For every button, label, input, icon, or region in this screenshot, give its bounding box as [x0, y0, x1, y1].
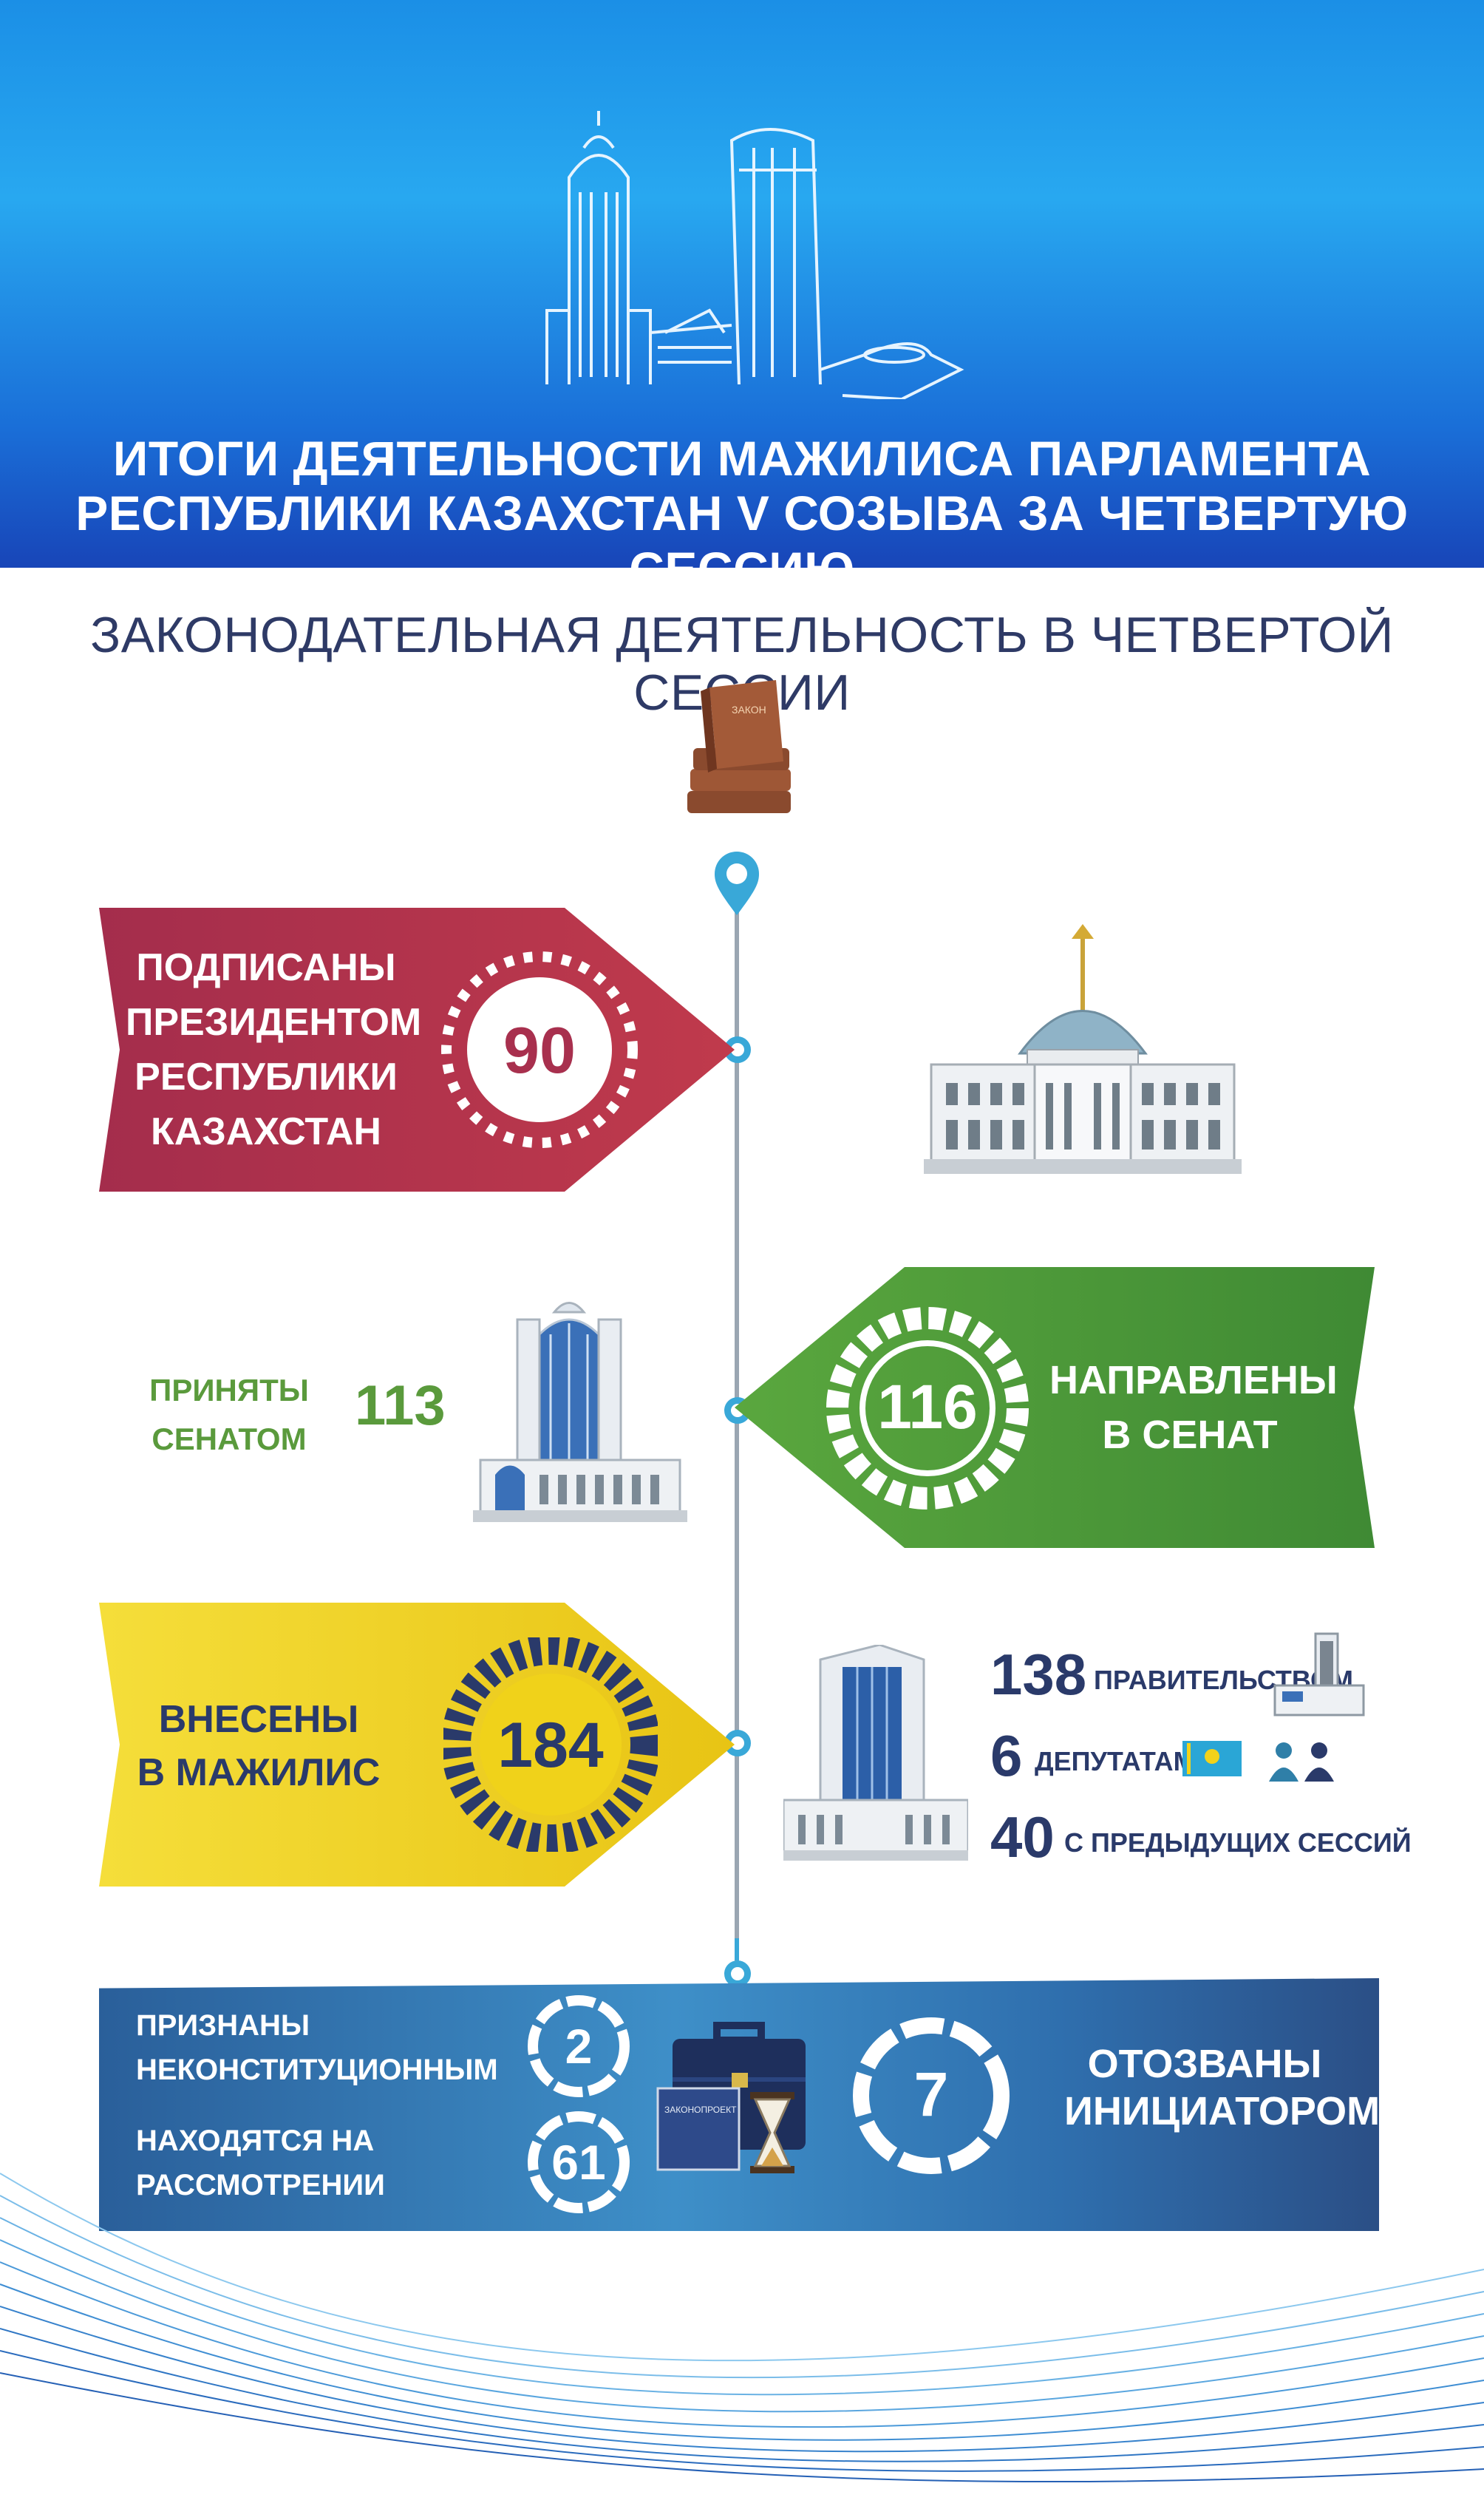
accepted-by-senate-label: ПРИНЯТЫ СЕНАТОМ [140, 1366, 318, 1464]
withdrawn-number: 7 [913, 2060, 949, 2129]
akorda-palace-illustration [924, 924, 1242, 1174]
pending-label: НАХОДЯТСЯ НА РАССМОТРЕНИИ [136, 2119, 385, 2207]
government-number: 138 [990, 1642, 1087, 1707]
unconstitutional-label: ПРИЗНАНЫ НЕКОНСТИТУЦИОННЫМ [136, 2003, 498, 2092]
bill-folder-icon: ЗАКОНОПРОЕКТ [656, 2087, 741, 2171]
sent-to-senate-ring [826, 1307, 1029, 1510]
location-pin-icon [715, 852, 759, 915]
signed-number: 90 [503, 1013, 576, 1087]
pending-label-line: НАХОДЯТСЯ НА [136, 2125, 375, 2157]
accepted-by-senate-number: 113 [355, 1374, 446, 1437]
signed-label-line: ПОДПИСАНЫ [136, 946, 396, 989]
unconstitutional-number: 2 [565, 2019, 593, 2074]
signed-dotted-ring [441, 951, 638, 1148]
book-label: ЗАКОН [732, 704, 766, 716]
introduced-label: ВНЕСЕНЫ В МАЖИЛИС [126, 1693, 392, 1799]
sent-to-senate-number: 116 [877, 1372, 978, 1442]
kazakhstan-flag-icon [1182, 1741, 1242, 1776]
sent-to-senate-label-line: В СЕНАТ [1102, 1413, 1278, 1457]
accepted-label-line: СЕНАТОМ [152, 1422, 307, 1456]
pending-ring [528, 2111, 630, 2213]
signed-label-line: КАЗАХСТАН [151, 1110, 381, 1153]
unconstitutional-label-line: ПРИЗНАНЫ [136, 2009, 310, 2042]
introduced-to-mazhilis-banner [99, 1603, 735, 1887]
previous-sessions-number: 40 [990, 1804, 1055, 1870]
mazhilis-building-illustration [783, 1645, 968, 1861]
header-title-line2: РЕСПУБЛИКИ КАЗАХСТАН V СОЗЫВА ЗА ЧЕТВЕРТ… [75, 486, 1409, 568]
sent-to-senate-label-line: НАПРАВЛЕНЫ [1049, 1358, 1338, 1402]
signed-by-president-banner [99, 908, 735, 1192]
law-books-icon: ЗАКОН [687, 680, 791, 813]
pending-label-line: РАССМОТРЕНИИ [136, 2169, 385, 2201]
decorative-waves [0, 2173, 1484, 2483]
parliament-building-illustration [545, 111, 964, 399]
sent-to-senate-banner [735, 1267, 1375, 1548]
signed-label-line: РЕСПУБЛИКИ [135, 1056, 398, 1099]
unconstitutional-label-line: НЕКОНСТИТУЦИОННЫМ [136, 2054, 498, 2086]
introduced-label-line: ВНЕСЕНЫ [158, 1698, 359, 1741]
header-title-line1: ИТОГИ ДЕЯТЕЛЬНОСТИ МАЖИЛИСА ПАРЛАМЕНТА [112, 431, 1372, 486]
signed-label-line: ПРЕЗИДЕНТОМ [126, 1001, 422, 1044]
introduced-number: 184 [497, 1710, 604, 1781]
header-banner: ИТОГИ ДЕЯТЕЛЬНОСТИ МАЖИЛИСА ПАРЛАМЕНТА Р… [0, 0, 1484, 568]
withdrawn-label-line: ИНИЦИАТОРОМ [1064, 2089, 1381, 2133]
hourglass-icon [750, 2092, 794, 2173]
pending-number: 61 [551, 2135, 606, 2190]
unconstitutional-ring [528, 1995, 630, 2097]
accepted-label-line: ПРИНЯТЫ [149, 1373, 309, 1407]
withdrawn-ring [853, 2017, 1010, 2174]
senate-building-illustration [473, 1302, 687, 1522]
sent-to-senate-label: НАПРАВЛЕНЫ В СЕНАТ [1049, 1353, 1338, 1462]
timeline-node-4 [724, 1960, 751, 1987]
withdrawn-label: ОТОЗВАНЫ ИНИЦИАТОРОМ [1064, 2040, 1381, 2135]
introduced-label-line: В МАЖИЛИС [137, 1751, 381, 1794]
timeline-node-tick [735, 1938, 739, 1960]
government-building-icon [1273, 1632, 1365, 1716]
folder-label: ЗАКОНОПРОЕКТ [664, 2105, 737, 2115]
previous-sessions-label: С ПРЕДЫДУЩИХ СЕССИЙ [1064, 1827, 1412, 1858]
section-title: ЗАКОНОДАТЕЛЬНАЯ ДЕЯТЕЛЬНОСТЬ В ЧЕТВЕРТОЙ… [90, 607, 1394, 721]
deputies-people-icon [1269, 1742, 1334, 1782]
deputies-number: 6 [990, 1723, 1023, 1788]
introduced-sunburst-ring [443, 1637, 658, 1852]
timeline-node-1 [724, 1036, 751, 1063]
timeline-line [735, 880, 739, 1974]
withdrawn-label-line: ОТОЗВАНЫ [1087, 2042, 1322, 2086]
signed-label: ПОДПИСАНЫ ПРЕЗИДЕНТОМ РЕСПУБЛИКИ КАЗАХСТ… [126, 940, 422, 1159]
